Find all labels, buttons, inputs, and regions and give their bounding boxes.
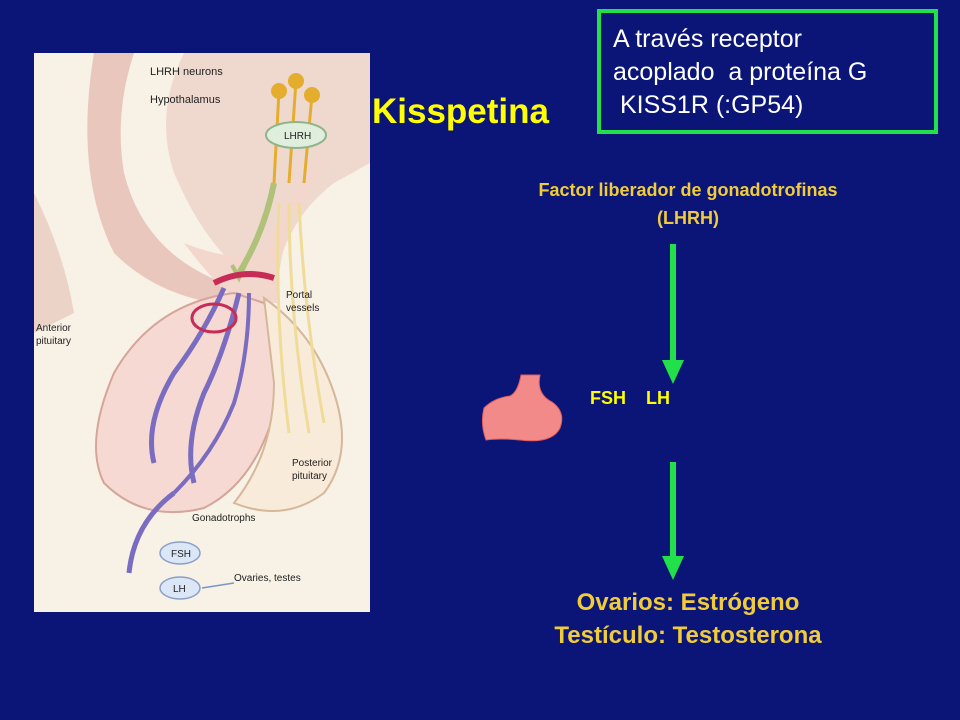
factor-line-1: Factor liberador de gonadotrofinas xyxy=(538,180,838,200)
arrow-down-2 xyxy=(662,462,684,580)
receptor-box: A través receptor acoplado a proteína G … xyxy=(597,9,938,134)
pituitary-shape-icon xyxy=(481,374,563,442)
label-fsh: FSH xyxy=(171,549,191,560)
arrow-down-1 xyxy=(662,244,684,384)
label-gonadotrophs: Gonadotrophs xyxy=(192,513,255,524)
label-anterior-1: Anterior xyxy=(36,323,72,334)
label-hypothalamus: Hypothalamus xyxy=(150,94,221,106)
receptor-line-1: A través receptor xyxy=(613,25,802,53)
fsh-label: FSH xyxy=(590,388,626,408)
target-organs: Ovarios: Estrógeno Testículo: Testostero… xyxy=(458,586,918,652)
hormones-label: FSH LH xyxy=(590,388,690,409)
label-lhrh: LHRH xyxy=(284,131,311,142)
label-anterior-2: pituitary xyxy=(36,336,71,347)
receptor-line-3: KISS1R (:GP54) xyxy=(613,91,804,119)
slide-title: Kisspetina xyxy=(372,92,549,131)
target-line-1: Ovarios: Estrógeno xyxy=(576,589,800,616)
label-lh: LH xyxy=(173,584,186,595)
lh-label: LH xyxy=(646,388,670,408)
factor-line-2: (LHRH) xyxy=(657,208,719,228)
label-ovaries-testes: Ovaries, testes xyxy=(234,573,301,584)
label-posterior-1: Posterior xyxy=(292,458,333,469)
releasing-factor-label: Factor liberador de gonadotrofinas (LHRH… xyxy=(458,176,918,232)
label-portal-1: Portal xyxy=(286,290,312,301)
label-posterior-2: pituitary xyxy=(292,471,327,482)
label-portal-2: vessels xyxy=(286,303,319,314)
pituitary-illustration: LHRH neurons Hypothalamus LHRH Portal ve… xyxy=(34,53,370,612)
receptor-line-2: acoplado a proteína G xyxy=(613,58,868,86)
target-line-2: Testículo: Testosterona xyxy=(554,622,822,649)
label-lhrh-neurons: LHRH neurons xyxy=(150,66,223,78)
